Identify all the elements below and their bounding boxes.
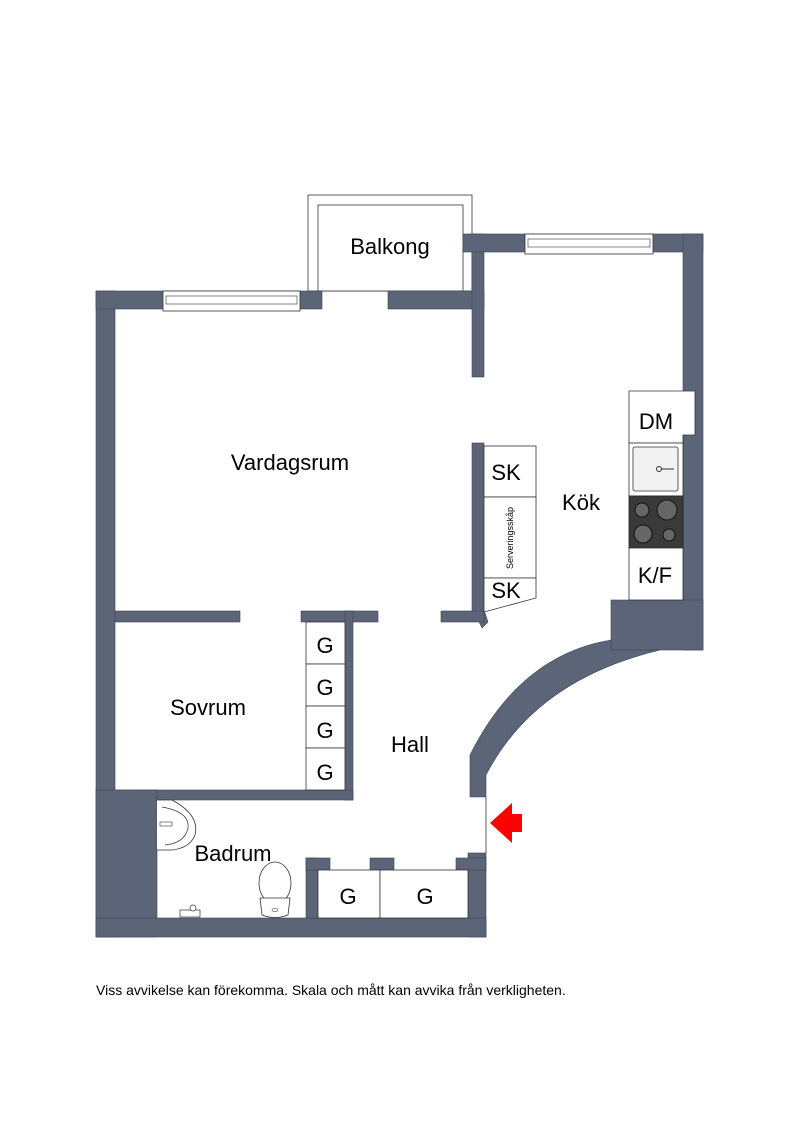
label-serving-cabinet: Serveringsskåp [505, 507, 515, 569]
label-cabinet-bottom: SK [491, 578, 521, 603]
label-wardrobe: G [316, 633, 333, 658]
label-wardrobe: G [316, 760, 333, 785]
room-label-living-room: Vardagsrum [231, 450, 349, 475]
room-label-bathroom: Badrum [194, 841, 271, 866]
disclaimer-text: Viss avvikelse kan förekomma. Skala och … [96, 982, 566, 998]
room-label-kitchen: Kök [562, 490, 601, 515]
hall-wardrobes [317, 869, 469, 919]
faucet-icon [179, 904, 201, 918]
label-wardrobe: G [416, 884, 433, 909]
label-fridge-freezer: K/F [638, 563, 672, 588]
room-label-balcony: Balkong [350, 234, 430, 259]
fridge-freezer [628, 547, 684, 601]
balcony [307, 194, 473, 292]
window-kitchen [524, 233, 654, 255]
kitchen-counter [628, 390, 696, 601]
sink-icon [632, 446, 679, 492]
label-cabinet-top: SK [491, 460, 521, 485]
washbasin-icon [157, 799, 197, 851]
window-living [162, 290, 301, 312]
room-label-bedroom: Sovrum [170, 695, 246, 720]
label-wardrobe: G [316, 675, 333, 700]
bedroom-wardrobes [305, 621, 346, 791]
entrance-arrow-icon [490, 803, 522, 843]
label-dishwasher: DM [639, 409, 673, 434]
toilet-icon [258, 861, 292, 918]
serving-cabinets [483, 445, 537, 613]
label-wardrobe: G [316, 718, 333, 743]
label-wardrobe: G [339, 884, 356, 909]
room-label-hall: Hall [391, 732, 429, 757]
